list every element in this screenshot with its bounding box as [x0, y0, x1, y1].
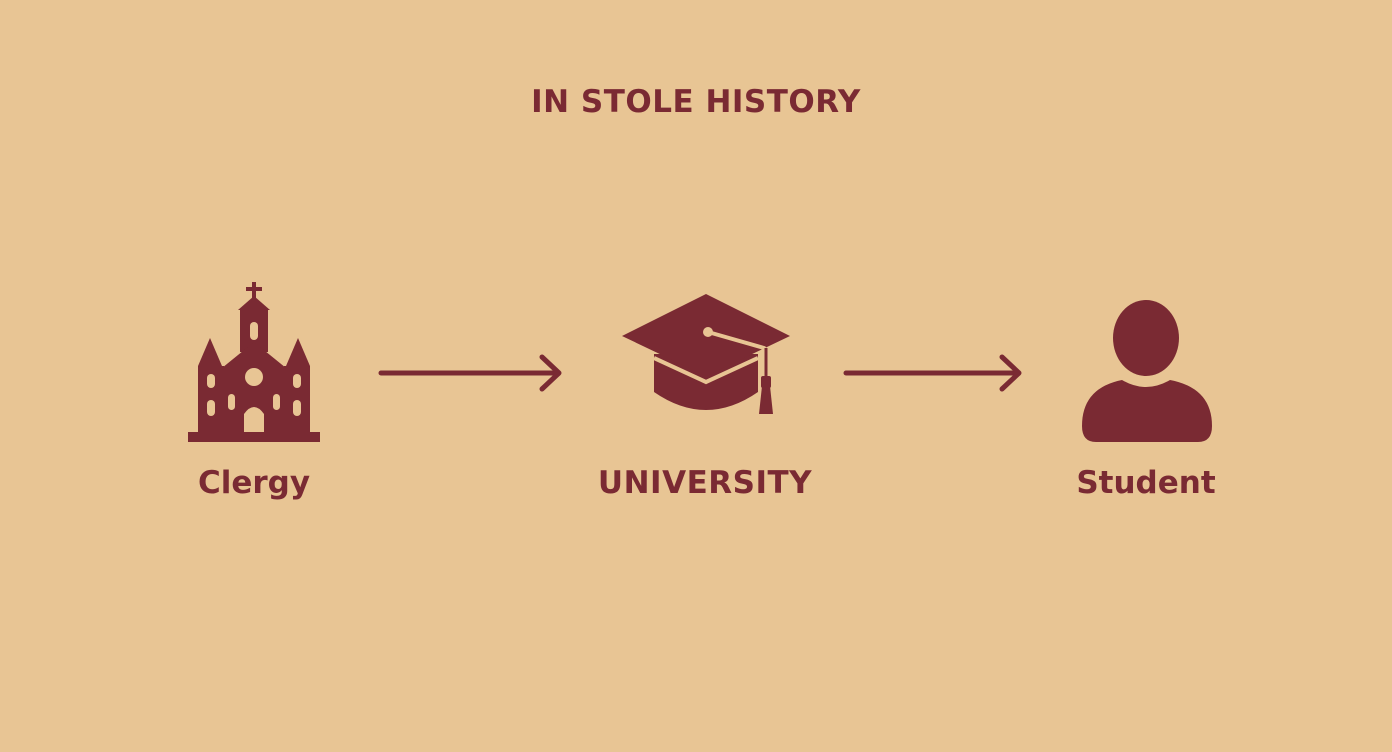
node-label-student: Student [1076, 465, 1216, 501]
node-label-clergy: Clergy [197, 465, 311, 501]
graduation-cap-icon [622, 294, 790, 414]
diagram-title: IN STOLE HISTORY [531, 84, 861, 120]
node-label-university: UNIVERSITY [597, 465, 813, 501]
church-icon [188, 282, 320, 442]
person-icon [1082, 300, 1212, 442]
arrow-clergy-to-university [378, 354, 562, 392]
arrow-university-to-student [843, 354, 1022, 392]
